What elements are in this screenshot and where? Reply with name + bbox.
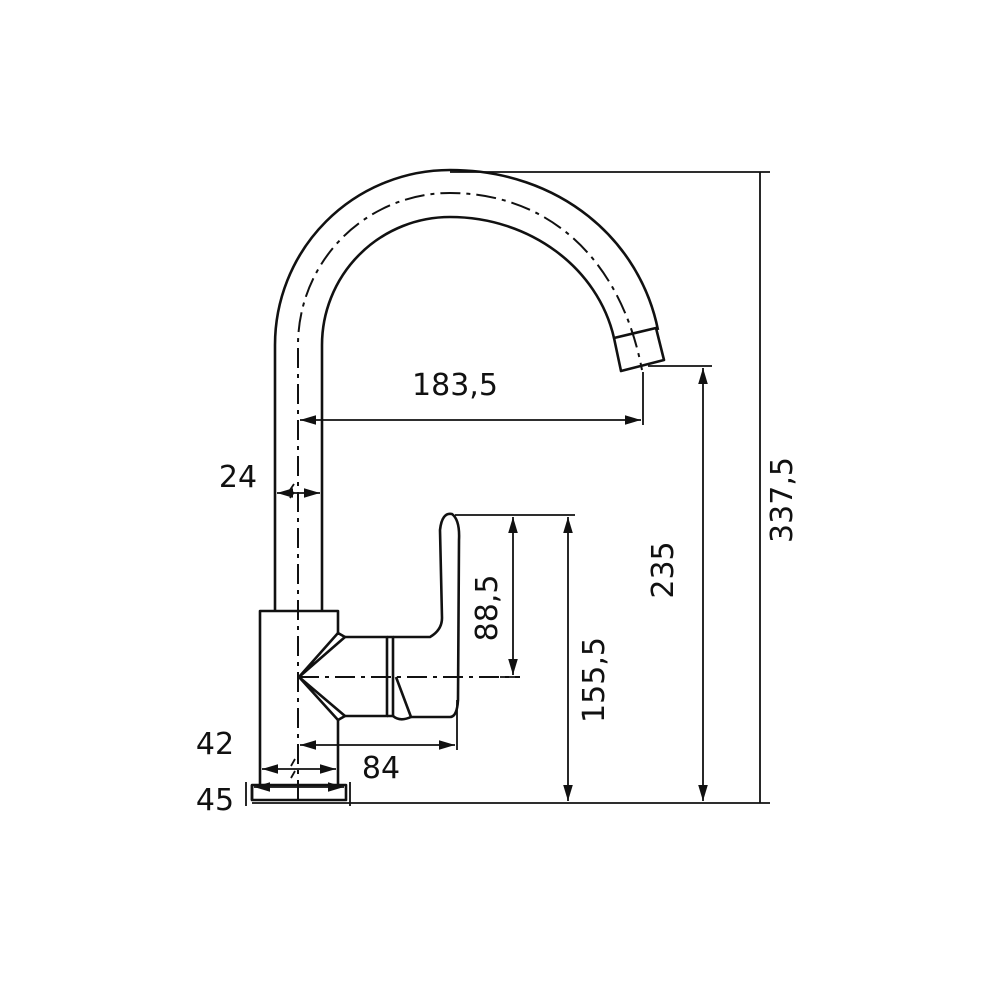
dim-tube-diameter: 24 <box>219 460 257 495</box>
spout-centerline <box>297 191 643 800</box>
dim-handle-reach: 84 <box>362 751 400 786</box>
spout <box>273 168 666 800</box>
dim-spout-reach: 183,5 <box>412 368 498 403</box>
dim-body-diameter: 42 <box>196 727 234 762</box>
dim-base-diameter: 45 <box>196 783 234 818</box>
dimension-lines <box>245 171 770 806</box>
dim-handle-height: 88,5 <box>470 575 505 642</box>
cone <box>298 631 346 722</box>
dim-total-height: 337,5 <box>765 457 800 543</box>
dim-spout-outlet-height: 235 <box>646 541 681 598</box>
dim-handle-top-height: 155,5 <box>577 637 612 723</box>
handle <box>393 512 461 719</box>
spout-nozzle <box>612 326 666 373</box>
